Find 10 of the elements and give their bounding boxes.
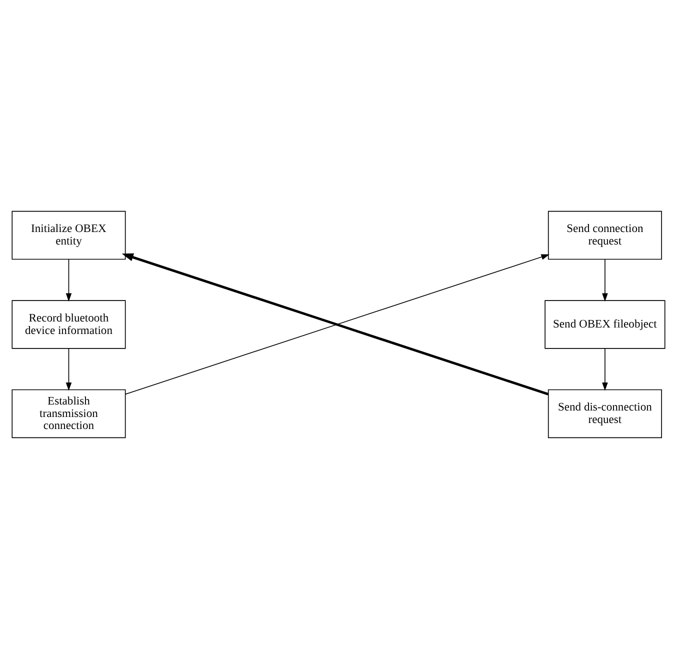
node-box: Establish transmission connection xyxy=(12,388,126,438)
node-box: Record bluetooth device information xyxy=(12,300,126,348)
node-box: Send OBEX fileobject xyxy=(544,300,666,348)
arrow xyxy=(66,258,72,302)
arrow xyxy=(602,348,608,390)
node-box: Initialize OBEX entity xyxy=(12,210,126,260)
node-box: Send dis-connection request xyxy=(548,388,662,438)
arrow xyxy=(66,348,72,390)
node-box: Send connection request xyxy=(548,210,662,260)
arrow xyxy=(602,258,608,302)
